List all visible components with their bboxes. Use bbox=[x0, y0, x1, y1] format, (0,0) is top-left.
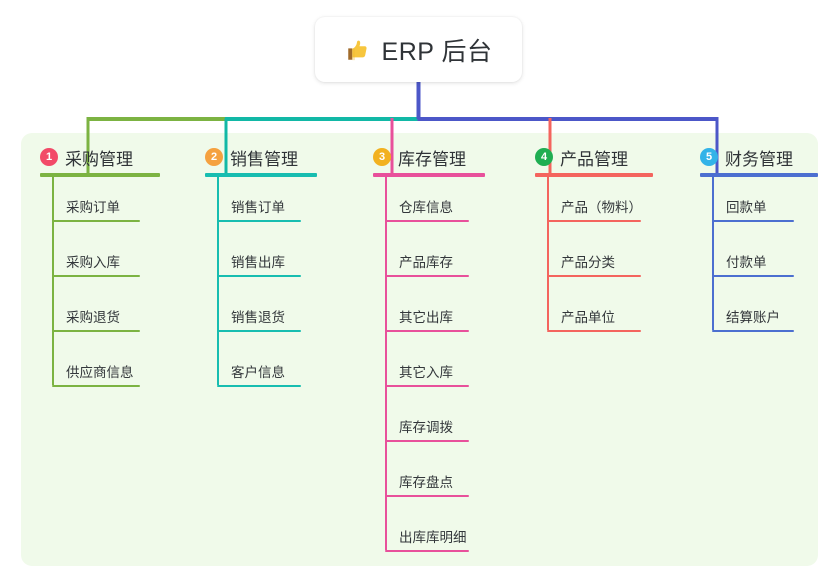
column-4: 4 产品管理产品（物料） 产品分类产品单位 bbox=[509, 146, 653, 332]
menu-item-label: 付款单 bbox=[726, 255, 767, 270]
column-spine bbox=[385, 175, 387, 550]
column-number-badge: 1 bbox=[40, 148, 58, 166]
menu-item-rule bbox=[52, 385, 140, 387]
menu-item[interactable]: 采购入库 bbox=[52, 253, 140, 277]
menu-item-rule bbox=[52, 330, 140, 332]
menu-item-label: 库存调拨 bbox=[399, 420, 453, 435]
column-2: 2 销售管理销售订单销售出库销售退货客户信息 bbox=[179, 146, 317, 387]
column-number-badge: 2 bbox=[205, 148, 223, 166]
column-header-2[interactable]: 2 销售管理 bbox=[205, 146, 298, 169]
menu-item-rule bbox=[385, 275, 469, 277]
menu-item-rule bbox=[385, 495, 469, 497]
column-spine bbox=[217, 175, 219, 385]
menu-item-label: 产品库存 bbox=[399, 255, 453, 270]
menu-item[interactable]: 仓库信息 bbox=[385, 198, 469, 222]
menu-item-rule bbox=[547, 330, 641, 332]
menu-item[interactable]: 产品库存 bbox=[385, 253, 469, 277]
column-number-badge: 4 bbox=[535, 148, 553, 166]
column-header-rule bbox=[40, 173, 160, 177]
menu-item[interactable]: 回款单 bbox=[712, 198, 794, 222]
menu-item-rule bbox=[385, 385, 469, 387]
menu-item[interactable]: 付款单 bbox=[712, 253, 794, 277]
menu-item-rule bbox=[712, 275, 794, 277]
menu-item-rule bbox=[712, 330, 794, 332]
menu-item-rule bbox=[385, 550, 469, 552]
menu-item-rule bbox=[712, 220, 794, 222]
column-title: 产品管理 bbox=[560, 149, 628, 169]
menu-item-rule bbox=[217, 330, 301, 332]
menu-item-label: 客户信息 bbox=[231, 365, 285, 380]
column-header-3[interactable]: 3 库存管理 bbox=[373, 146, 466, 169]
menu-item-label: 销售出库 bbox=[231, 255, 285, 270]
menu-item[interactable]: 销售出库 bbox=[217, 253, 301, 277]
menu-item-rule bbox=[52, 275, 140, 277]
column-header-rule bbox=[700, 173, 818, 177]
menu-item[interactable]: 采购订单 bbox=[52, 198, 140, 222]
menu-item-label: 销售退货 bbox=[231, 310, 285, 325]
menu-item[interactable]: 产品（物料） bbox=[547, 198, 642, 222]
menu-item[interactable]: 产品单位 bbox=[547, 308, 641, 332]
menu-item[interactable]: 供应商信息 bbox=[52, 363, 140, 387]
menu-item[interactable]: 库存盘点 bbox=[385, 473, 469, 497]
column-title: 财务管理 bbox=[725, 149, 793, 169]
menu-item[interactable]: 销售订单 bbox=[217, 198, 301, 222]
menu-item-label: 采购入库 bbox=[66, 255, 120, 270]
menu-item[interactable]: 产品分类 bbox=[547, 253, 641, 277]
column-3: 3 库存管理仓库信息产品库存其它出库其它入库库存调拨库存盘点出库库明细 bbox=[347, 146, 485, 552]
menu-item-label: 供应商信息 bbox=[66, 365, 134, 380]
menu-item[interactable]: 库存调拨 bbox=[385, 418, 469, 442]
menu-item[interactable]: 其它入库 bbox=[385, 363, 469, 387]
menu-item-rule bbox=[385, 330, 469, 332]
menu-item-label: 采购退货 bbox=[66, 310, 120, 325]
root-title: ERP 后台 bbox=[381, 37, 493, 66]
menu-item[interactable]: 销售退货 bbox=[217, 308, 301, 332]
menu-item[interactable]: 结算账户 bbox=[712, 308, 794, 332]
menu-item-label: 其它出库 bbox=[399, 310, 453, 325]
menu-item-rule bbox=[547, 220, 641, 222]
menu-item-label: 其它入库 bbox=[399, 365, 453, 380]
diagram-panel bbox=[21, 133, 818, 566]
column-header-rule bbox=[205, 173, 317, 177]
menu-item-rule bbox=[217, 275, 301, 277]
menu-item-label: 库存盘点 bbox=[399, 475, 453, 490]
menu-item-label: 产品单位 bbox=[561, 310, 615, 325]
menu-item-label: 出库库明细 bbox=[399, 530, 467, 545]
column-number-badge: 3 bbox=[373, 148, 391, 166]
column-title: 库存管理 bbox=[398, 149, 466, 169]
menu-item-rule bbox=[385, 220, 469, 222]
menu-item[interactable]: 客户信息 bbox=[217, 363, 301, 387]
column-header-1[interactable]: 1 采购管理 bbox=[40, 146, 133, 169]
column-header-rule bbox=[373, 173, 485, 177]
menu-item-label: 采购订单 bbox=[66, 200, 120, 215]
menu-item-label: 销售订单 bbox=[231, 200, 285, 215]
menu-item-label: 仓库信息 bbox=[399, 200, 453, 215]
column-title: 采购管理 bbox=[65, 149, 133, 169]
column-5: 5 财务管理回款单付款单结算账户 bbox=[674, 146, 818, 332]
column-title: 销售管理 bbox=[230, 149, 298, 169]
thumbs-up-icon bbox=[347, 40, 367, 60]
menu-item[interactable]: 出库库明细 bbox=[385, 528, 469, 552]
column-header-rule bbox=[535, 173, 653, 177]
menu-item-label: 结算账户 bbox=[726, 310, 780, 325]
menu-item-rule bbox=[547, 275, 641, 277]
menu-item-rule bbox=[52, 220, 140, 222]
menu-item-rule bbox=[385, 440, 469, 442]
root-node-content: ERP 后台 bbox=[345, 32, 493, 68]
column-number-badge: 5 bbox=[700, 148, 718, 166]
menu-item-rule bbox=[217, 385, 301, 387]
column-spine bbox=[712, 175, 714, 330]
column-spine bbox=[547, 175, 549, 330]
column-header-4[interactable]: 4 产品管理 bbox=[535, 146, 628, 169]
root-node[interactable]: ERP 后台 bbox=[315, 17, 522, 82]
menu-item-label: 产品（物料） bbox=[561, 200, 642, 215]
menu-item-label: 产品分类 bbox=[561, 255, 615, 270]
column-1: 1 采购管理采购订单采购入库采购退货供应商信息 bbox=[14, 146, 160, 387]
menu-item-label: 回款单 bbox=[726, 200, 767, 215]
menu-item-rule bbox=[217, 220, 301, 222]
menu-item[interactable]: 采购退货 bbox=[52, 308, 140, 332]
menu-item[interactable]: 其它出库 bbox=[385, 308, 469, 332]
column-spine bbox=[52, 175, 54, 385]
column-header-5[interactable]: 5 财务管理 bbox=[700, 146, 793, 169]
